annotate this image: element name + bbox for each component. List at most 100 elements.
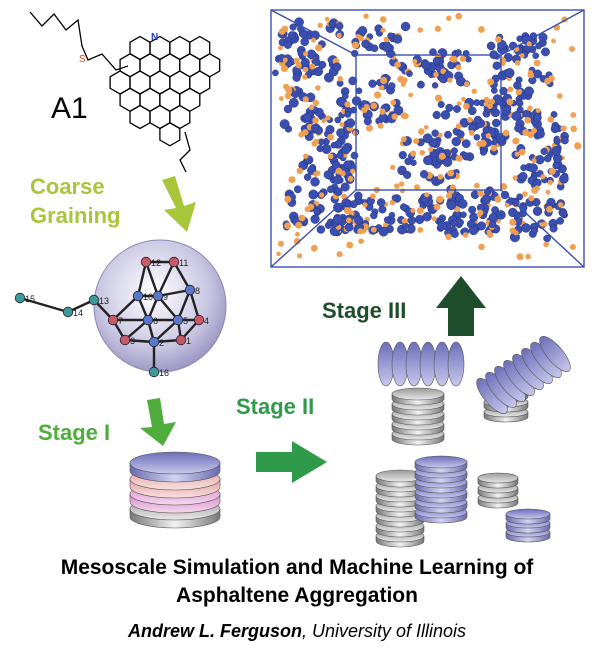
aromatic-core-bead: [341, 92, 349, 100]
aromatic-core-bead: [300, 37, 310, 47]
side-chain-bead: [437, 132, 443, 138]
side-chain-bead: [311, 37, 316, 43]
side-chain-bead: [509, 218, 517, 226]
side-chain-bead: [296, 167, 303, 174]
aromatic-core-bead: [310, 124, 319, 132]
aromatic-core-bead: [533, 113, 542, 122]
side-chain-bead: [476, 212, 482, 218]
bead-label-7: 7: [118, 316, 123, 326]
aromatic-core-bead: [520, 93, 528, 100]
aromatic-core-bead: [431, 82, 439, 89]
aromatic-core-bead: [437, 221, 447, 231]
side-chain-bead: [512, 175, 518, 181]
side-chain-bead: [363, 104, 370, 111]
side-chain-bead: [540, 174, 546, 180]
side-chain-bead: [324, 16, 330, 22]
side-chain-bead: [515, 88, 523, 96]
aromatic-core-bead: [511, 111, 522, 121]
aromatic-core-bead: [308, 189, 319, 200]
simulation-particles: [272, 12, 582, 261]
side-chain-bead: [440, 68, 447, 75]
side-chain-bead: [431, 216, 437, 222]
side-chain-bead: [339, 170, 346, 177]
aromatic-core-bead: [340, 182, 350, 192]
aromatic-core-bead: [393, 34, 403, 44]
aromatic-core-bead: [473, 99, 481, 107]
aromatic-core-bead: [376, 198, 386, 207]
simulation-box-frame: [270, 9, 585, 268]
aromatic-core-bead: [288, 97, 299, 108]
side-chain-bead: [370, 102, 378, 110]
aromatic-core-bead: [422, 133, 433, 144]
stage2-disc-stacks: [375, 336, 571, 548]
side-chain-bead: [402, 113, 409, 120]
side-chain-bead: [446, 15, 452, 21]
aromatic-core-bead: [344, 111, 351, 118]
side-chain-bead: [544, 77, 551, 85]
propyl-chain: [179, 131, 191, 173]
aromatic-core-bead: [535, 42, 543, 50]
aromatic-core-bead: [457, 199, 468, 209]
stage3-arrow-icon: [436, 276, 486, 336]
author-name: Andrew L. Ferguson: [127, 621, 302, 641]
side-chain-bead: [346, 241, 354, 249]
sulfur-atom-label: S: [79, 54, 86, 65]
bead-label-12: 12: [151, 258, 161, 268]
side-chain-bead: [302, 96, 309, 103]
aromatic-core-bead: [468, 205, 477, 214]
side-chain-bead: [547, 179, 553, 186]
side-chain-bead: [370, 193, 376, 199]
side-chain-bead: [456, 101, 462, 106]
stage2-purple-disc: [539, 336, 571, 372]
aromatic-core-bead: [292, 73, 301, 82]
stage3-label: Stage III: [322, 298, 406, 323]
side-chain-bead: [380, 76, 388, 85]
molecule-structure: [29, 11, 221, 173]
side-chain-bead: [315, 44, 323, 52]
aromatic-core-bead: [559, 209, 568, 218]
bead-bond: [156, 261, 176, 297]
aromatic-core-bead: [532, 197, 541, 207]
bead-15: [14, 292, 26, 304]
aromatic-core-bead: [549, 224, 558, 233]
side-chain-bead: [468, 130, 475, 136]
bead-14: [62, 306, 74, 318]
aromatic-core-bead: [363, 117, 372, 126]
stage2-purple-disc: [433, 341, 451, 387]
side-chain-bead: [370, 226, 377, 233]
aromatic-core-bead: [467, 106, 477, 116]
aromatic-core-bead: [332, 214, 343, 225]
side-chain-bead: [383, 36, 390, 43]
bead-bond: [157, 288, 191, 298]
side-chain-bead: [304, 206, 311, 213]
bead-label-5: 5: [183, 316, 188, 326]
side-chain-bead: [401, 218, 407, 224]
side-chain-bead: [548, 167, 556, 175]
aromatic-core-bead: [488, 220, 497, 229]
side-chain-bead: [524, 116, 531, 124]
aromatic-core-bead: [556, 217, 565, 225]
side-chain-bead: [302, 74, 308, 80]
side-chain-bead: [522, 191, 528, 197]
bead-bond: [112, 295, 139, 321]
bead-bond: [144, 261, 160, 297]
side-chain-bead: [344, 101, 351, 108]
aromatic-core-bead: [306, 49, 317, 60]
stage2-gray-disc: [477, 472, 519, 489]
bead-bond: [176, 289, 192, 321]
coarse-graining-arrow-icon: [162, 176, 196, 232]
side-chain-bead: [284, 195, 292, 203]
aromatic-core-bead: [387, 32, 394, 40]
side-chain-bead: [344, 207, 351, 215]
aromatic-core-bead: [451, 137, 461, 147]
side-chain-bead: [495, 36, 502, 43]
side-chain-bead: [504, 202, 510, 208]
aromatic-core-bead: [317, 138, 325, 146]
side-chain-bead: [525, 253, 531, 260]
side-chain-bead: [519, 53, 525, 59]
stage2-purple-disc: [447, 341, 465, 387]
aromatic-core-bead: [354, 215, 364, 225]
side-chain-bead: [366, 124, 373, 132]
aromatic-core-bead: [357, 26, 368, 36]
